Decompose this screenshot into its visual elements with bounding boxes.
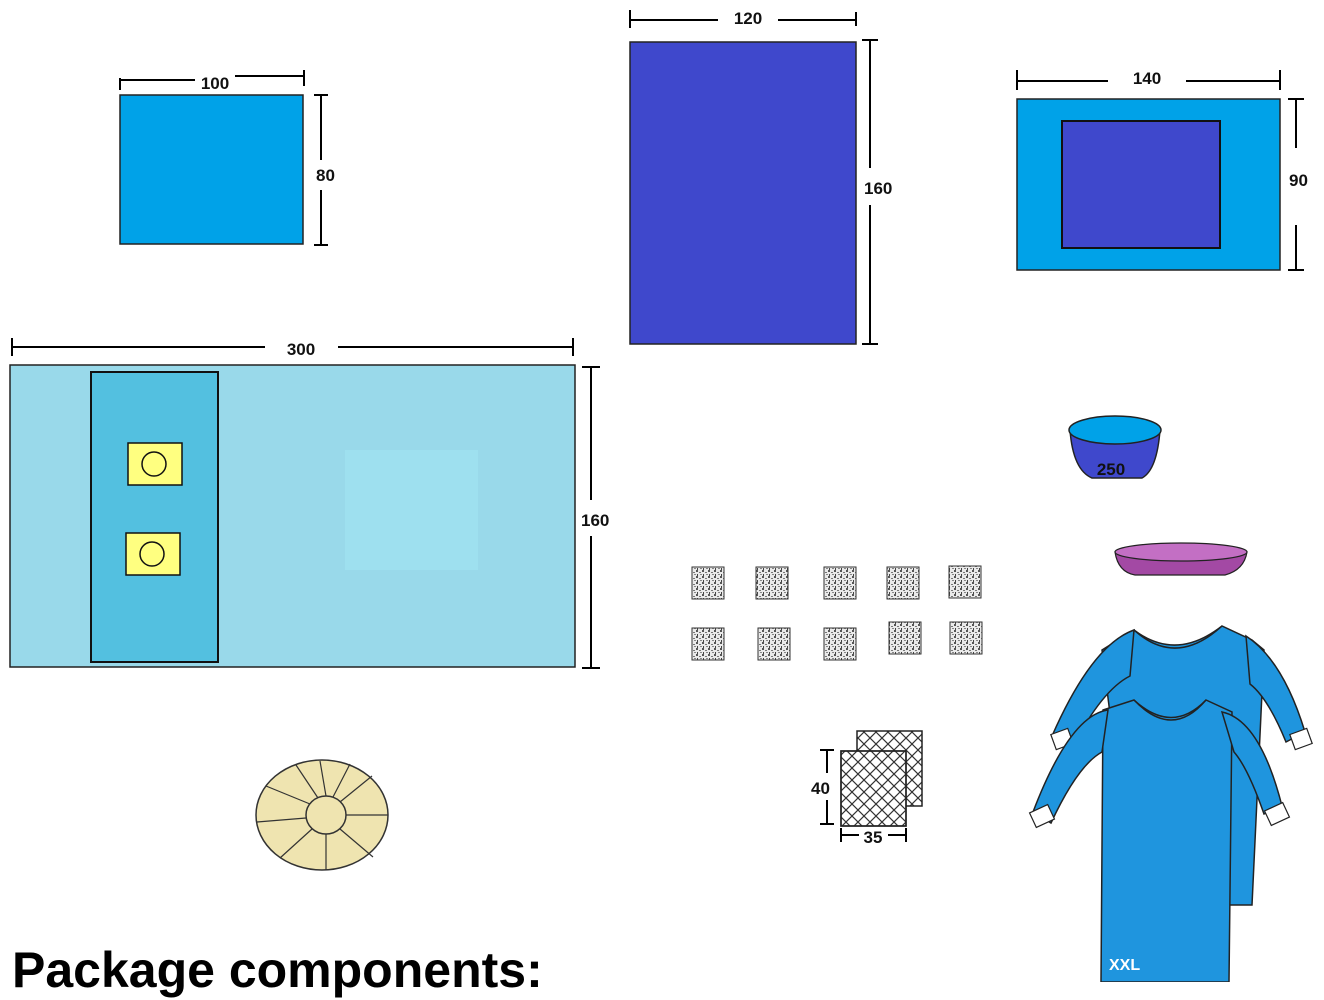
gauze-swab-icon bbox=[886, 566, 920, 600]
table-cover-height-label: 160 bbox=[581, 511, 609, 530]
gauze-swab-icon bbox=[888, 621, 922, 655]
tube-holder-icon bbox=[125, 532, 181, 576]
gauze-swab-icon bbox=[949, 621, 983, 655]
table-cover-width-label: 300 bbox=[287, 340, 315, 359]
tube-holder-icon bbox=[127, 442, 183, 486]
gauze-swab-icon bbox=[823, 566, 857, 600]
bowl-icon: 250 bbox=[1068, 415, 1162, 479]
small-drape-height-label: 80 bbox=[316, 166, 335, 185]
light-handle-cover-icon bbox=[255, 759, 389, 871]
gown-icon: XXL bbox=[1028, 699, 1291, 982]
window-drape: 140 90 bbox=[1016, 69, 1308, 271]
gauze-width-label: 35 bbox=[864, 828, 883, 847]
gown-size-label: XXL bbox=[1109, 957, 1140, 974]
window-drape-fenestration bbox=[1061, 120, 1221, 249]
large-drape-icon bbox=[629, 41, 857, 345]
gauze-swab-icon bbox=[948, 565, 982, 599]
gauze-swab-icon bbox=[755, 566, 789, 600]
large-drape: 120 160 bbox=[629, 9, 892, 345]
gauze-swab-icon bbox=[691, 627, 725, 661]
window-drape-height-label: 90 bbox=[1289, 171, 1308, 190]
gauze-swab-icon bbox=[691, 566, 725, 600]
table-cover: 300 160 bbox=[9, 338, 609, 669]
page-title: Package components: bbox=[12, 942, 543, 998]
gauze-swab-icon bbox=[757, 627, 791, 661]
large-drape-width-label: 120 bbox=[734, 9, 762, 28]
gauze-swab-icon bbox=[823, 627, 857, 661]
small-drape-icon bbox=[119, 94, 304, 245]
gauze-height-label: 40 bbox=[811, 779, 830, 798]
window-drape-width-label: 140 bbox=[1133, 69, 1161, 88]
bowl-label: 250 bbox=[1097, 460, 1125, 479]
small-drape-width-label: 100 bbox=[201, 74, 229, 93]
gauze-pads: 40 35 bbox=[811, 730, 923, 847]
tray-icon bbox=[1114, 542, 1248, 576]
small-drape: 100 80 bbox=[119, 70, 335, 246]
large-drape-height-label: 160 bbox=[864, 179, 892, 198]
table-cover-strip bbox=[90, 371, 219, 663]
gauze-swabs bbox=[691, 565, 983, 661]
gauze-pad-icon bbox=[840, 750, 907, 827]
table-cover-reinforcement bbox=[345, 450, 478, 570]
